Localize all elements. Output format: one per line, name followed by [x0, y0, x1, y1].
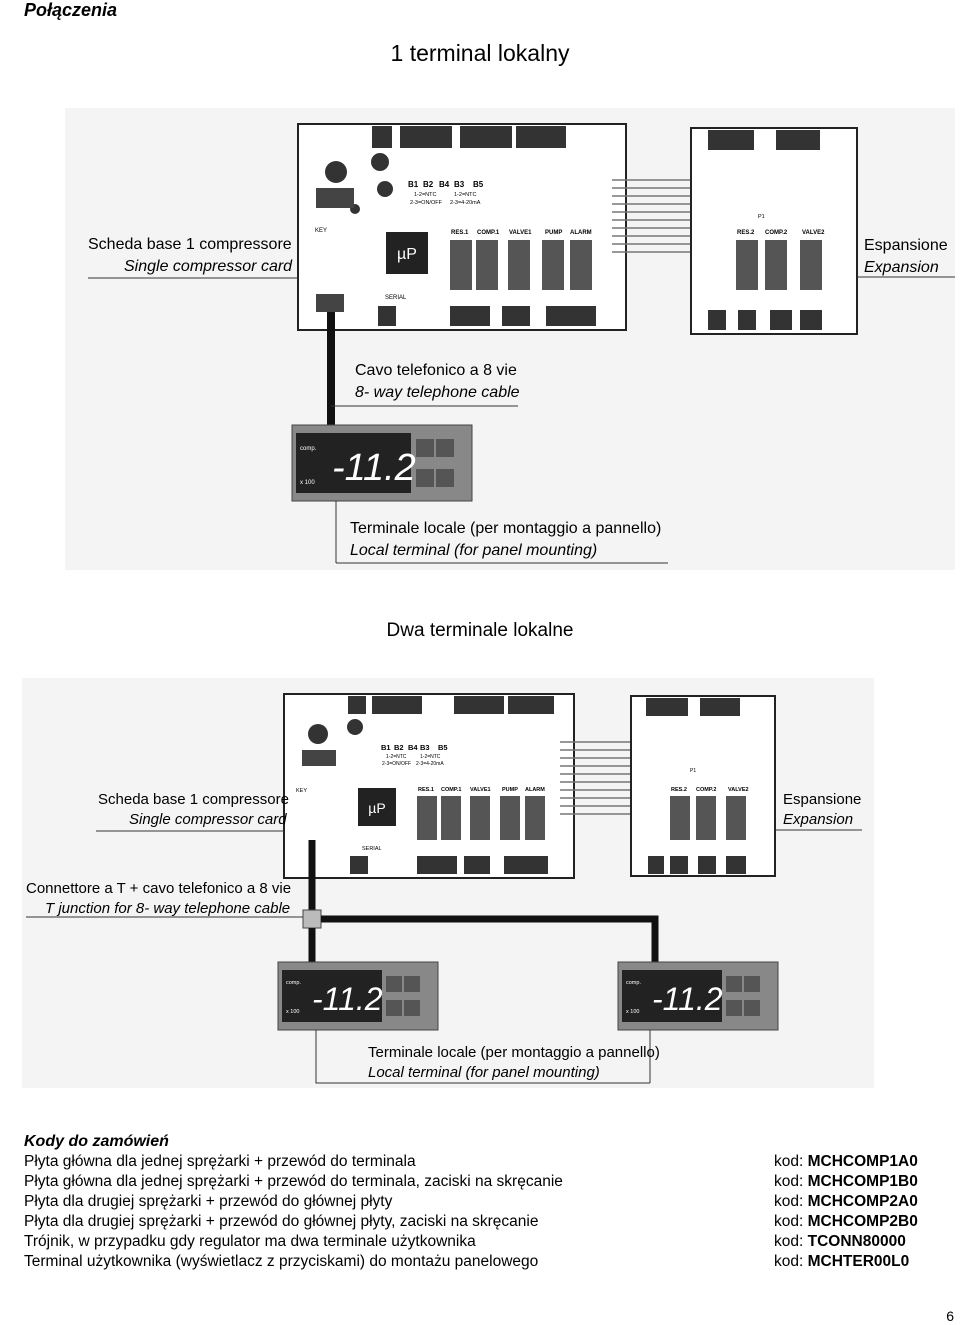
svg-text:B2: B2: [394, 743, 404, 752]
svg-text:COMP.2: COMP.2: [765, 230, 788, 236]
label-cable-it: Cavo telefonico a 8 vie: [355, 362, 517, 379]
order-row: Płyta główna dla jednej sprężarki + prze…: [24, 1153, 918, 1170]
label-base-en-2: Single compressor card: [129, 811, 287, 828]
label-base-en: Single compressor card: [124, 258, 293, 275]
svg-text:x 100: x 100: [626, 1009, 639, 1015]
svg-text:B4: B4: [439, 180, 450, 189]
main-board: µP SERIAL KEY B1 B2 B4 B3 B5 1-2=NTC 2-3…: [297, 123, 627, 331]
expansion-board: P1 RES.2 COMP.2 VALVE2: [690, 127, 858, 335]
svg-text:B3: B3: [454, 180, 465, 189]
local-terminal: comp. x 100 -11.2: [291, 424, 473, 502]
label-exp-it-2: Espansione: [783, 791, 861, 808]
label-cable-en: 8- way telephone cable: [355, 384, 520, 401]
svg-text:comp.: comp.: [286, 980, 301, 986]
label-term-en-2: Local terminal (for panel mounting): [368, 1064, 600, 1081]
label-exp-en: Expansion: [864, 259, 939, 276]
svg-text:2-3=ON/OFF: 2-3=ON/OFF: [382, 761, 411, 767]
svg-text:COMP.1: COMP.1: [441, 787, 461, 793]
svg-text:ALARM: ALARM: [570, 230, 592, 236]
svg-text:COMP.2: COMP.2: [696, 787, 716, 793]
svg-text:B1: B1: [381, 743, 391, 752]
svg-text:SERIAL: SERIAL: [362, 846, 382, 852]
label-term-en: Local terminal (for panel mounting): [350, 542, 597, 559]
svg-text:RES.1: RES.1: [418, 787, 434, 793]
svg-text:-11.2: -11.2: [652, 981, 723, 1017]
svg-text:2-3=ON/OFF: 2-3=ON/OFF: [410, 200, 443, 206]
svg-text:comp.: comp.: [626, 980, 641, 986]
svg-text:1-2=NTC: 1-2=NTC: [454, 192, 476, 198]
label-exp-en-2: Expansion: [783, 811, 853, 828]
section-heading: Połączenia: [24, 0, 118, 20]
svg-text:VALVE2: VALVE2: [802, 230, 825, 236]
label-term-it: Terminale locale (per montaggio a pannel…: [350, 520, 661, 537]
svg-text:2-3=4-20mA: 2-3=4-20mA: [450, 200, 481, 206]
svg-text:1-2=NTC: 1-2=NTC: [386, 754, 407, 760]
order-row: Trójnik, w przypadku gdy regulator ma dw…: [24, 1233, 906, 1250]
diagram1-title: 1 terminal lokalny: [390, 40, 570, 66]
svg-text:P1: P1: [690, 768, 696, 774]
page-number: 6: [946, 1308, 954, 1324]
local-terminal-1: comp. x 100 -11.2: [277, 961, 439, 1031]
svg-text:B5: B5: [438, 743, 448, 752]
svg-text:SERIAL: SERIAL: [385, 295, 407, 301]
order-row: Płyta główna dla jednej sprężarki + prze…: [24, 1173, 918, 1190]
svg-text:x 100: x 100: [286, 1009, 299, 1015]
svg-text:x 100: x 100: [300, 480, 315, 486]
label-term-it-2: Terminale locale (per montaggio a pannel…: [368, 1044, 660, 1061]
svg-text:1-2=NTC: 1-2=NTC: [420, 754, 441, 760]
svg-text:P1: P1: [758, 214, 765, 220]
label-base-it: Scheda base 1 compressore: [88, 236, 292, 253]
diagram1: µP SERIAL KEY B1 B2 B4 B3 B5 1-2=NTC 2-3…: [65, 108, 955, 570]
label-tjunction-en: T junction for 8- way telephone cable: [45, 900, 290, 917]
svg-text:B2: B2: [423, 180, 434, 189]
svg-text:COMP.1: COMP.1: [477, 230, 500, 236]
label-base-it-2: Scheda base 1 compressore: [98, 791, 289, 808]
terminal-display: -11.2: [332, 447, 416, 489]
svg-text:B1: B1: [408, 180, 419, 189]
svg-text:PUMP: PUMP: [545, 230, 562, 236]
svg-text:comp.: comp.: [300, 446, 317, 452]
svg-text:KEY: KEY: [315, 228, 327, 234]
expansion-board-2: P1 RES.2 COMP.2 VALVE2: [630, 695, 776, 877]
label-tjunction-it: Connettore a T + cavo telefonico a 8 vie: [26, 880, 291, 897]
svg-text:VALVE2: VALVE2: [728, 787, 749, 793]
svg-text:B3: B3: [420, 743, 430, 752]
svg-text:2-3=4-20mA: 2-3=4-20mA: [416, 761, 444, 767]
chip-label: µP: [397, 246, 417, 263]
svg-text:µP: µP: [368, 800, 385, 816]
svg-text:RES.1: RES.1: [451, 230, 469, 236]
svg-text:1-2=NTC: 1-2=NTC: [414, 192, 436, 198]
order-row: Terminal użytkownika (wyświetlacz z przy…: [24, 1253, 910, 1270]
local-terminal-2: comp. x 100 -11.2: [617, 961, 779, 1031]
order-codes: Kody do zamówień Płyta główna dla jednej…: [24, 1132, 944, 1272]
svg-text:KEY: KEY: [296, 788, 307, 794]
svg-text:VALVE1: VALVE1: [509, 230, 532, 236]
svg-text:PUMP: PUMP: [502, 787, 518, 793]
svg-text:B5: B5: [473, 180, 484, 189]
svg-text:RES.2: RES.2: [671, 787, 687, 793]
svg-text:-11.2: -11.2: [312, 981, 383, 1017]
diagram2-title: Dwa terminale lokalne: [386, 620, 574, 641]
svg-text:B4: B4: [408, 743, 418, 752]
svg-text:ALARM: ALARM: [525, 787, 545, 793]
svg-text:RES.2: RES.2: [737, 230, 755, 236]
svg-text:VALVE1: VALVE1: [470, 787, 491, 793]
label-exp-it: Espansione: [864, 237, 948, 254]
order-row: Płyta dla drugiej sprężarki + przewód do…: [24, 1213, 918, 1230]
order-codes-title: Kody do zamówień: [24, 1133, 169, 1150]
order-row: Płyta dla drugiej sprężarki + przewód do…: [24, 1193, 918, 1210]
